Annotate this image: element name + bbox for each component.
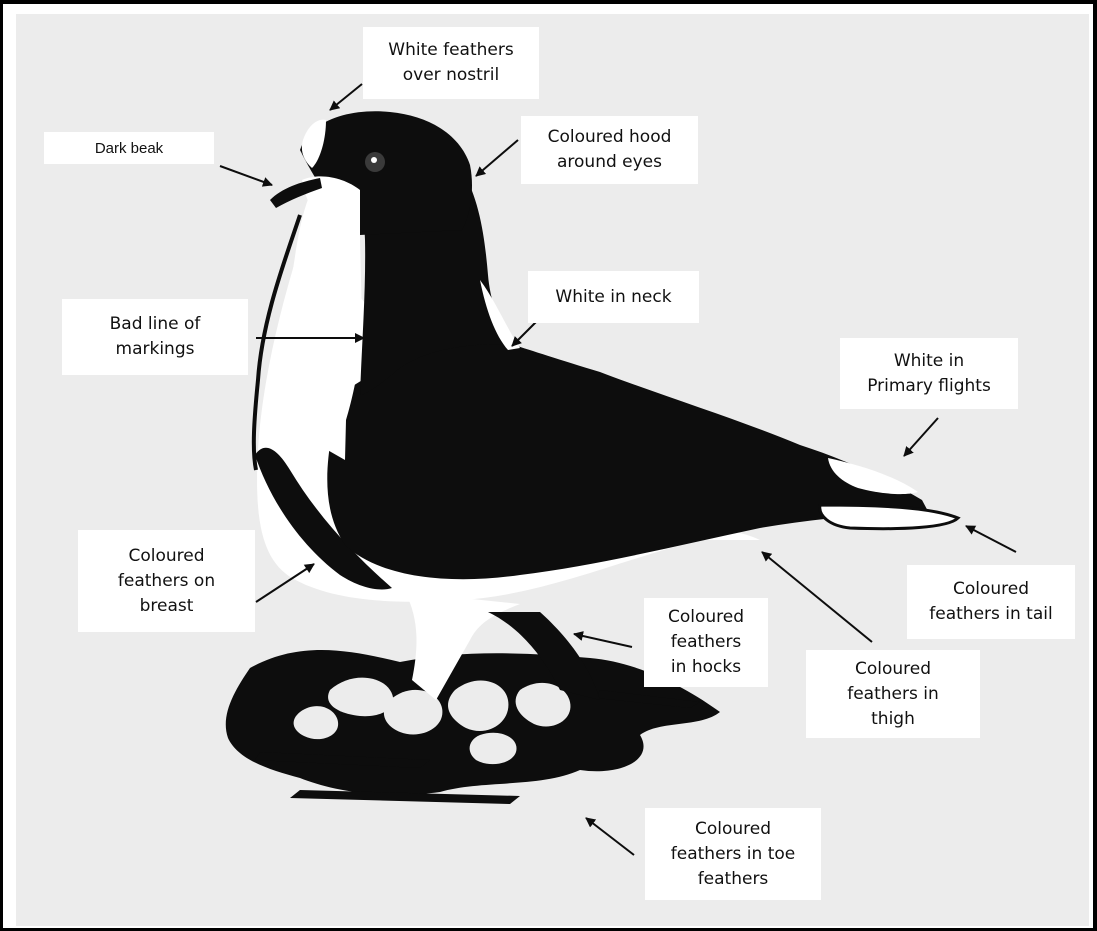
arrow-tail — [966, 526, 1016, 552]
arrow-hood — [476, 140, 518, 176]
arrow-nostril — [330, 84, 362, 110]
arrow-hocks — [574, 634, 632, 647]
label-bad-line-of-markings: Bad line of markings — [62, 299, 248, 375]
tail — [820, 505, 958, 529]
eye-highlight — [371, 157, 377, 163]
label-coloured-feathers-in-hocks: Coloured feathers in hocks — [644, 598, 768, 687]
label-white-in-neck: White in neck — [528, 271, 699, 323]
arrow-toe — [586, 818, 634, 855]
label-coloured-feathers-in-thigh: Coloured feathers in thigh — [806, 650, 980, 738]
arrow-beak — [220, 166, 272, 185]
label-dark-beak: Dark beak — [44, 132, 214, 164]
arrow-primary — [904, 418, 938, 456]
label-white-feathers-over-nostril: White feathers over nostril — [363, 27, 539, 99]
label-coloured-hood: Coloured hood around eyes — [521, 116, 698, 184]
arrow-thigh — [762, 552, 872, 642]
label-coloured-feathers-in-tail: Coloured feathers in tail — [907, 565, 1075, 639]
label-white-in-primary-flights: White in Primary flights — [840, 338, 1018, 409]
label-coloured-feathers-on-breast: Coloured feathers on breast — [78, 530, 255, 632]
label-coloured-feathers-in-toe-feathers: Coloured feathers in toe feathers — [645, 808, 821, 900]
